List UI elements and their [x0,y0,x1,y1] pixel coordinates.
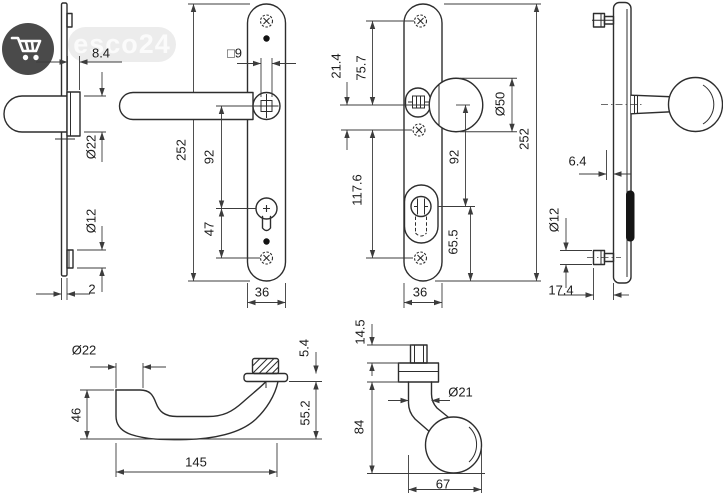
dim-drop-height: 55.2 [297,399,312,426]
dim-neck-dia: Ø21 [448,384,473,399]
dim-knob-to-cylinder: 92 [446,149,461,165]
dim-lever-length: 145 [185,454,207,469]
view-knob-plate-side [558,1,723,300]
dim-lever-to-cylinder: 92 [201,149,217,165]
dim-lever-dia: Ø22 [83,134,98,160]
dim-plate-depth: 6.4 [568,153,587,168]
esco24-watermark: esco24 [0,0,200,95]
dim-grip-dia: Ø22 [71,342,97,357]
view-lever-plate-side [3,2,122,300]
dim-collar-height: 5.4 [296,338,311,357]
dim-hub-offset: 8.4 [91,45,111,60]
view-lever-profile [80,352,322,477]
dim-grip-height: 46 [68,407,84,423]
dim-screw-to-knob: 75.7 [353,55,369,81]
dim-plate-thickness: 2 [88,281,96,296]
cart-wheel-left [22,54,29,61]
dim-cylinder-to-screw: 47 [201,221,217,237]
dim-fixing-span: 117.6 [349,174,365,206]
shopping-cart-icon [10,36,42,53]
dim-pin-dia-side: Ø12 [546,207,562,233]
cart-wheel-right [33,54,39,61]
dim-knob-width: 67 [435,476,451,491]
dim-plate-width-knob: 36 [412,284,428,299]
dim-spindle-length: 14.5 [352,318,368,345]
view-lever-plate-front [118,3,296,308]
dim-pin-dia: Ø12 [83,208,98,234]
dim-plate-height-knob: 252 [516,128,532,150]
brand-label: esco24 [73,29,171,59]
dim-plate-height-lever: 252 [173,139,189,161]
view-knob-profile [367,324,485,493]
dim-cylinder-to-edge: 65.5 [445,228,460,255]
dim-knob-to-screw: 21.4 [328,53,344,79]
dim-knob-dia: Ø50 [492,91,508,117]
brand-badge: esco24 [68,27,176,62]
view-knob-plate-front [340,3,541,308]
dim-knob-height: 84 [351,419,366,435]
dim-total-depth: 17.4 [548,282,574,297]
dim-plate-width-lever: 36 [254,284,270,299]
dim-spindle-square: □9 [226,45,243,60]
